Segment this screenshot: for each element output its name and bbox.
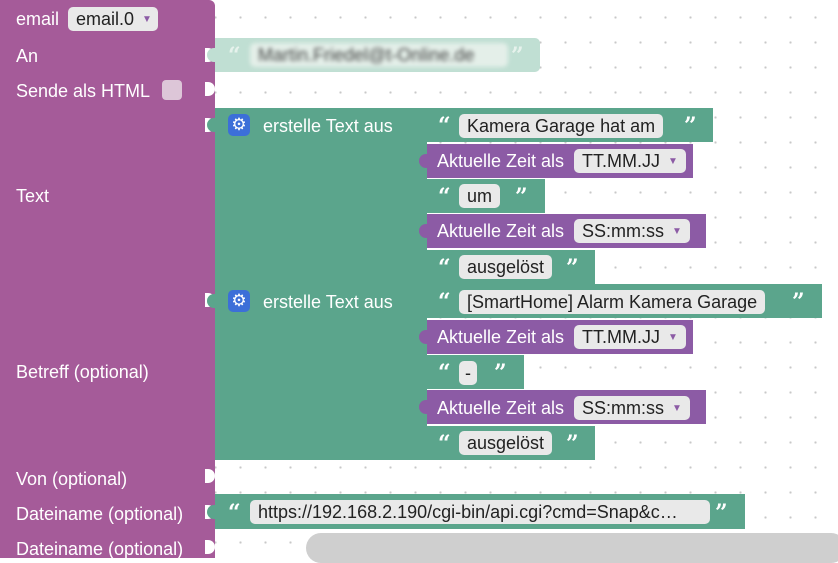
output-tab [207, 48, 217, 62]
create-text-block[interactable] [215, 108, 427, 284]
output-tab [207, 294, 217, 308]
close-quote-icon: ” [566, 255, 579, 281]
input-notch [205, 469, 215, 483]
close-quote-icon: ” [792, 289, 805, 315]
text-part-3[interactable]: ausgelöst [459, 255, 553, 279]
subject-part-1[interactable]: [SmartHome] Alarm Kamera Garage [459, 290, 766, 314]
create-subject-block[interactable] [215, 284, 427, 460]
chevron-down-icon: ▼ [668, 156, 678, 168]
filename-label-2: Dateiname (optional) [16, 539, 184, 559]
close-quote-icon: ” [511, 43, 524, 69]
input-notch [205, 82, 215, 96]
text-label: Text [16, 186, 50, 206]
open-quote-icon: “ [228, 500, 241, 526]
subject-part-2[interactable]: - [459, 361, 477, 385]
current-time-label: Aktuelle Zeit als [437, 327, 565, 347]
subject-part-3[interactable]: ausgelöst [459, 431, 553, 455]
time-format-dropdown[interactable]: TT.MM.JJ ▼ [574, 149, 686, 173]
horizontal-scrollbar[interactable] [306, 533, 838, 563]
create-text-block-spine [415, 108, 427, 284]
chevron-down-icon: ▼ [672, 226, 682, 238]
chevron-down-icon: ▼ [668, 332, 678, 344]
from-label: Von (optional) [16, 469, 128, 489]
email-block-label: email [16, 9, 60, 29]
to-value-field[interactable]: Martin.Friedel@t-Online.de [250, 43, 508, 67]
subject-label: Betreff (optional) [16, 362, 149, 382]
open-quote-icon: “ [438, 360, 451, 386]
open-quote-icon: “ [438, 184, 451, 210]
open-quote-icon: “ [228, 43, 241, 69]
close-quote-icon: ” [566, 431, 579, 457]
email-instance-value: email.0 [76, 9, 135, 29]
time-format-value: TT.MM.JJ [582, 151, 660, 171]
gear-icon[interactable]: ⚙ [228, 290, 250, 312]
open-quote-icon: “ [438, 289, 451, 315]
current-time-label: Aktuelle Zeit als [437, 151, 565, 171]
email-block-top-tab [20, 0, 60, 4]
text-part-2[interactable]: um [459, 184, 501, 208]
create-text-label: erstelle Text aus [263, 292, 393, 312]
email-instance-dropdown[interactable]: email.0 ▼ [68, 7, 158, 31]
close-quote-icon: ” [515, 184, 528, 210]
output-tab [419, 154, 429, 168]
output-tab [207, 505, 217, 519]
text-part-1[interactable]: Kamera Garage hat am [459, 114, 664, 138]
open-quote-icon: “ [438, 431, 451, 457]
chevron-down-icon: ▼ [142, 14, 152, 26]
time-format-value: SS:mm:ss [582, 398, 665, 418]
close-quote-icon: ” [684, 113, 697, 139]
open-quote-icon: “ [438, 113, 451, 139]
current-time-label: Aktuelle Zeit als [437, 398, 565, 418]
input-notch [205, 540, 215, 554]
output-tab [207, 118, 217, 132]
chevron-down-icon: ▼ [672, 403, 682, 415]
close-quote-icon: ” [715, 500, 728, 526]
current-time-label: Aktuelle Zeit als [437, 221, 565, 241]
output-tab [419, 224, 429, 238]
send-html-label: Sende als HTML [16, 81, 151, 101]
to-label: An [16, 46, 39, 66]
create-subject-block-spine [415, 284, 427, 460]
send-html-checkbox[interactable] [162, 80, 182, 100]
output-tab [419, 400, 429, 414]
close-quote-icon: ” [494, 360, 507, 386]
time-format-dropdown[interactable]: TT.MM.JJ ▼ [574, 325, 686, 349]
filename-label: Dateiname (optional) [16, 504, 184, 524]
create-text-label: erstelle Text aus [263, 116, 393, 136]
time-format-dropdown[interactable]: SS:mm:ss ▼ [574, 396, 690, 420]
time-format-dropdown[interactable]: SS:mm:ss ▼ [574, 219, 690, 243]
open-quote-icon: “ [438, 255, 451, 281]
gear-icon[interactable]: ⚙ [228, 114, 250, 136]
filename-value-field[interactable]: https://192.168.2.190/cgi-bin/api.cgi?cm… [250, 500, 710, 524]
output-tab [419, 330, 429, 344]
time-format-value: SS:mm:ss [582, 221, 665, 241]
time-format-value: TT.MM.JJ [582, 327, 660, 347]
